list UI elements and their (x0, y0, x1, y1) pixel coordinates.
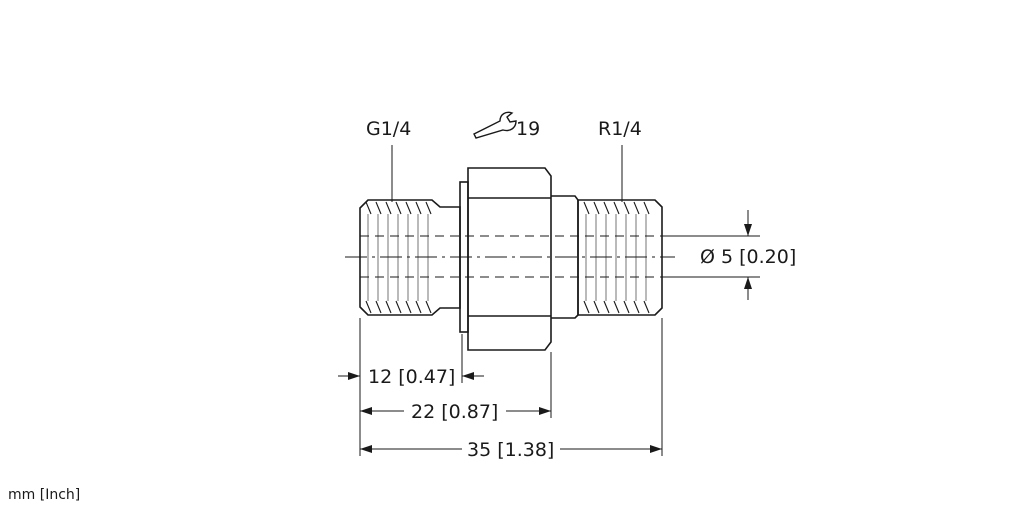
units-note: mm [Inch] (8, 487, 81, 503)
dim-22-label: 22 [0.87] (411, 401, 498, 423)
bore-diameter-label: Ø 5 [0.20] (700, 246, 796, 268)
right-thread-label: R1/4 (598, 118, 642, 140)
dim-35-arrows (360, 445, 662, 453)
bore-dimension (662, 210, 760, 300)
hex-body (467, 167, 552, 351)
dim-35-label: 35 [1.38] (467, 439, 554, 461)
dim-12-arrows (338, 372, 484, 380)
wrench-icon (473, 111, 517, 139)
dim-12-label: 12 [0.47] (368, 366, 455, 388)
dim-22-arrows (360, 407, 551, 415)
wrench-size-label: 19 (516, 118, 540, 140)
left-thread-label: G1/4 (366, 118, 411, 140)
